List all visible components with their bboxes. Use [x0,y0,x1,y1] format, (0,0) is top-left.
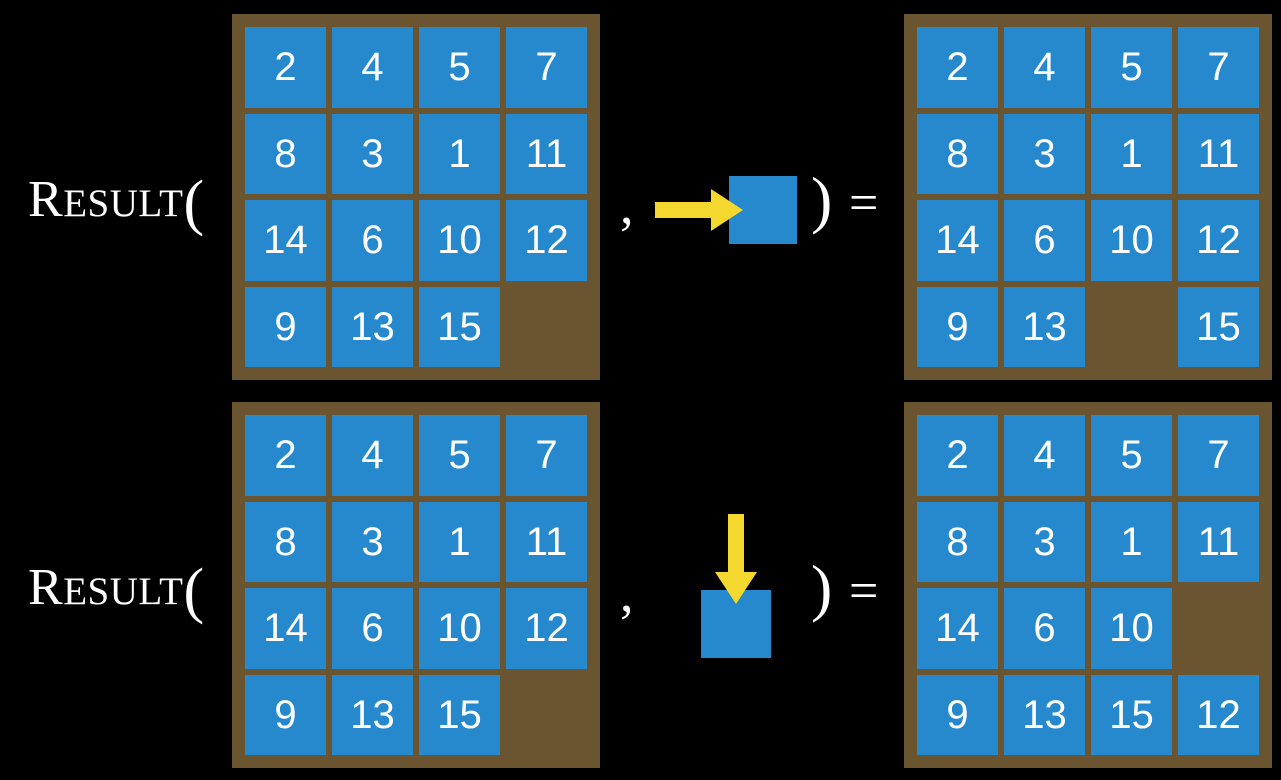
tile[interactable]: 7 [1178,27,1259,108]
tile[interactable]: 6 [1004,200,1085,281]
tile[interactable]: 14 [917,588,998,669]
tile[interactable]: 3 [1004,501,1085,582]
tile[interactable]: 13 [1004,674,1085,755]
tile[interactable]: 14 [245,200,326,281]
input-board-row2[interactable]: 2 4 5 7 8 3 1 11 14 6 10 12 9 13 15 [232,402,600,768]
result-label-smallcaps: ESULT [63,570,184,614]
tile[interactable]: 12 [506,588,587,669]
tile[interactable]: 8 [245,113,326,194]
tile[interactable]: 9 [917,286,998,367]
tile[interactable]: 1 [419,113,500,194]
tile[interactable]: 13 [332,674,413,755]
tile[interactable]: 15 [1178,286,1259,367]
result-label-smallcaps: ESULT [63,182,184,226]
tile[interactable]: 15 [1091,674,1172,755]
open-paren-row1: ( [183,169,205,237]
tile[interactable]: 5 [1091,415,1172,496]
tile[interactable]: 4 [332,27,413,108]
output-board-row1[interactable]: 2 4 5 7 8 3 1 11 14 6 10 12 9 13 15 [904,14,1272,380]
tile[interactable]: 5 [419,27,500,108]
tile[interactable]: 14 [245,588,326,669]
tile[interactable]: 2 [917,415,998,496]
tile[interactable]: 6 [332,588,413,669]
tile[interactable]: 7 [506,27,587,108]
tile[interactable]: 15 [419,674,500,755]
comma-row1: , [620,175,634,235]
tile[interactable]: 8 [917,501,998,582]
tile[interactable]: 4 [1004,415,1085,496]
tile[interactable]: 3 [332,501,413,582]
arrow-right-icon [655,189,743,231]
tile[interactable]: 11 [506,501,587,582]
tile-empty[interactable] [506,675,587,756]
tile[interactable]: 1 [419,501,500,582]
tile[interactable]: 4 [332,415,413,496]
close-paren-row2: ) [811,552,833,623]
tile[interactable]: 4 [1004,27,1085,108]
tile[interactable]: 13 [332,286,413,367]
arrow-down-icon [715,514,757,604]
tile[interactable]: 12 [506,200,587,281]
tile[interactable]: 2 [245,27,326,108]
tile[interactable]: 5 [1091,27,1172,108]
result-label-row2: RESULT( [28,560,205,622]
tile[interactable]: 11 [506,113,587,194]
tile[interactable]: 9 [245,286,326,367]
result-label-initial: R [28,559,64,617]
tile-empty[interactable] [506,287,587,368]
tile[interactable]: 8 [917,113,998,194]
tile[interactable]: 15 [419,286,500,367]
tile[interactable]: 5 [419,415,500,496]
tile[interactable]: 12 [1178,674,1259,755]
tile[interactable]: 10 [1091,200,1172,281]
tile[interactable]: 9 [917,674,998,755]
result-label-initial: R [28,171,64,229]
tile[interactable]: 3 [332,113,413,194]
equals-row2: = [849,563,879,620]
input-board-row1[interactable]: 2 4 5 7 8 3 1 11 14 6 10 12 9 13 15 [232,14,600,380]
tile[interactable]: 7 [506,415,587,496]
close-paren-row1: ) [811,164,833,235]
tile[interactable]: 8 [245,501,326,582]
tile[interactable]: 12 [1178,200,1259,281]
output-board-row2[interactable]: 2 4 5 7 8 3 1 11 14 6 10 9 13 15 12 [904,402,1272,768]
result-label-row1: RESULT( [28,172,205,234]
tile[interactable]: 1 [1091,501,1172,582]
tile-empty[interactable] [1178,588,1259,669]
open-paren-row2: ( [183,557,205,625]
tile[interactable]: 6 [1004,588,1085,669]
tile[interactable]: 13 [1004,286,1085,367]
tile[interactable]: 11 [1178,113,1259,194]
tile[interactable]: 3 [1004,113,1085,194]
tile[interactable]: 10 [1091,588,1172,669]
tile[interactable]: 10 [419,200,500,281]
tile[interactable]: 14 [917,200,998,281]
tile[interactable]: 7 [1178,415,1259,496]
equals-row1: = [849,175,879,232]
comma-row2: , [620,563,634,623]
tile[interactable]: 9 [245,674,326,755]
tile[interactable]: 2 [245,415,326,496]
tile-empty[interactable] [1091,287,1172,368]
tile[interactable]: 10 [419,588,500,669]
tile[interactable]: 11 [1178,501,1259,582]
tile[interactable]: 2 [917,27,998,108]
tile[interactable]: 1 [1091,113,1172,194]
tile[interactable]: 6 [332,200,413,281]
